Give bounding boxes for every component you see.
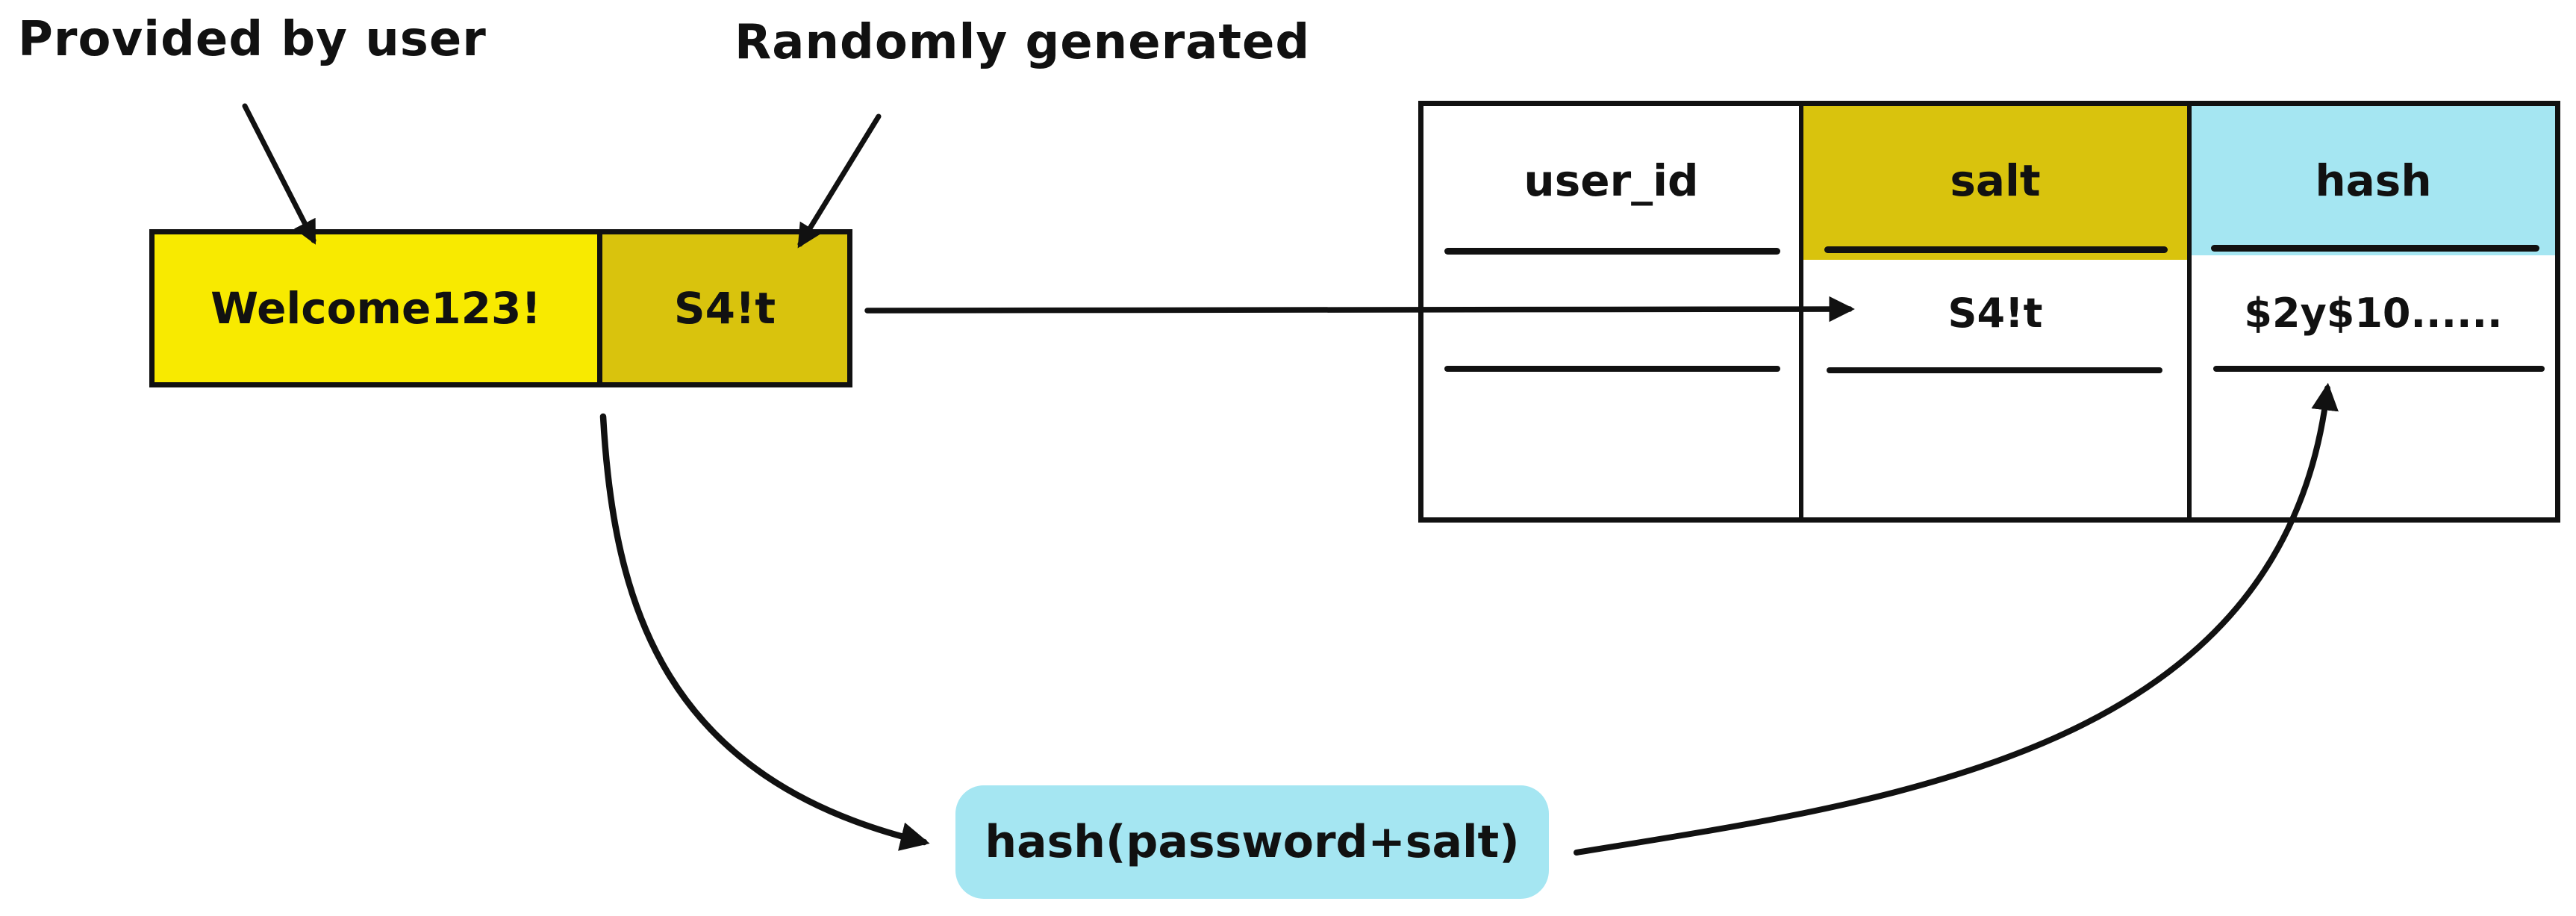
column-header-hash-label: hash	[2315, 155, 2432, 206]
arrow-randomly-generated	[797, 113, 882, 249]
password-value: Welcome123!	[210, 283, 541, 334]
column-header-user-id: user_id	[1423, 106, 1799, 255]
column-header-user-id-label: user_id	[1524, 155, 1699, 206]
db-table: user_id salt hash S4!t $2y$10......	[1418, 101, 2560, 523]
arrow-provided-by-user	[242, 103, 316, 245]
hash-function-label: hash(password+salt)	[985, 816, 1520, 868]
hash-header-fill	[2192, 106, 2555, 255]
header-underline-hash	[2211, 245, 2539, 252]
label-provided-by-user: Provided by user	[18, 12, 487, 67]
column-header-hash: hash	[2192, 106, 2555, 255]
table-divider-2	[2187, 106, 2192, 517]
salt-box: S4!t	[597, 229, 852, 387]
table-cell-hash-value: $2y$10......	[2192, 260, 2555, 366]
hash-cell-text: $2y$10......	[2244, 289, 2503, 337]
row-separator-salt	[1827, 367, 2162, 373]
label-randomly-generated: Randomly generated	[735, 15, 1311, 70]
table-cell-salt-value: S4!t	[1803, 260, 2187, 366]
arrow-password-salt-to-hash-function	[599, 413, 930, 851]
salt-value: S4!t	[673, 283, 776, 334]
column-header-salt-label: salt	[1950, 155, 2041, 206]
row-separator-hash	[2213, 366, 2545, 372]
column-header-salt: salt	[1803, 106, 2187, 255]
row-separator-user-id	[1444, 366, 1780, 372]
header-underline-user-id	[1444, 248, 1780, 255]
salt-cell-text: S4!t	[1947, 289, 2043, 337]
password-box: Welcome123!	[149, 229, 602, 387]
salt-header-fill	[1803, 106, 2187, 260]
header-underline-salt	[1824, 246, 2168, 253]
hash-function-box: hash(password+salt)	[955, 785, 1549, 899]
